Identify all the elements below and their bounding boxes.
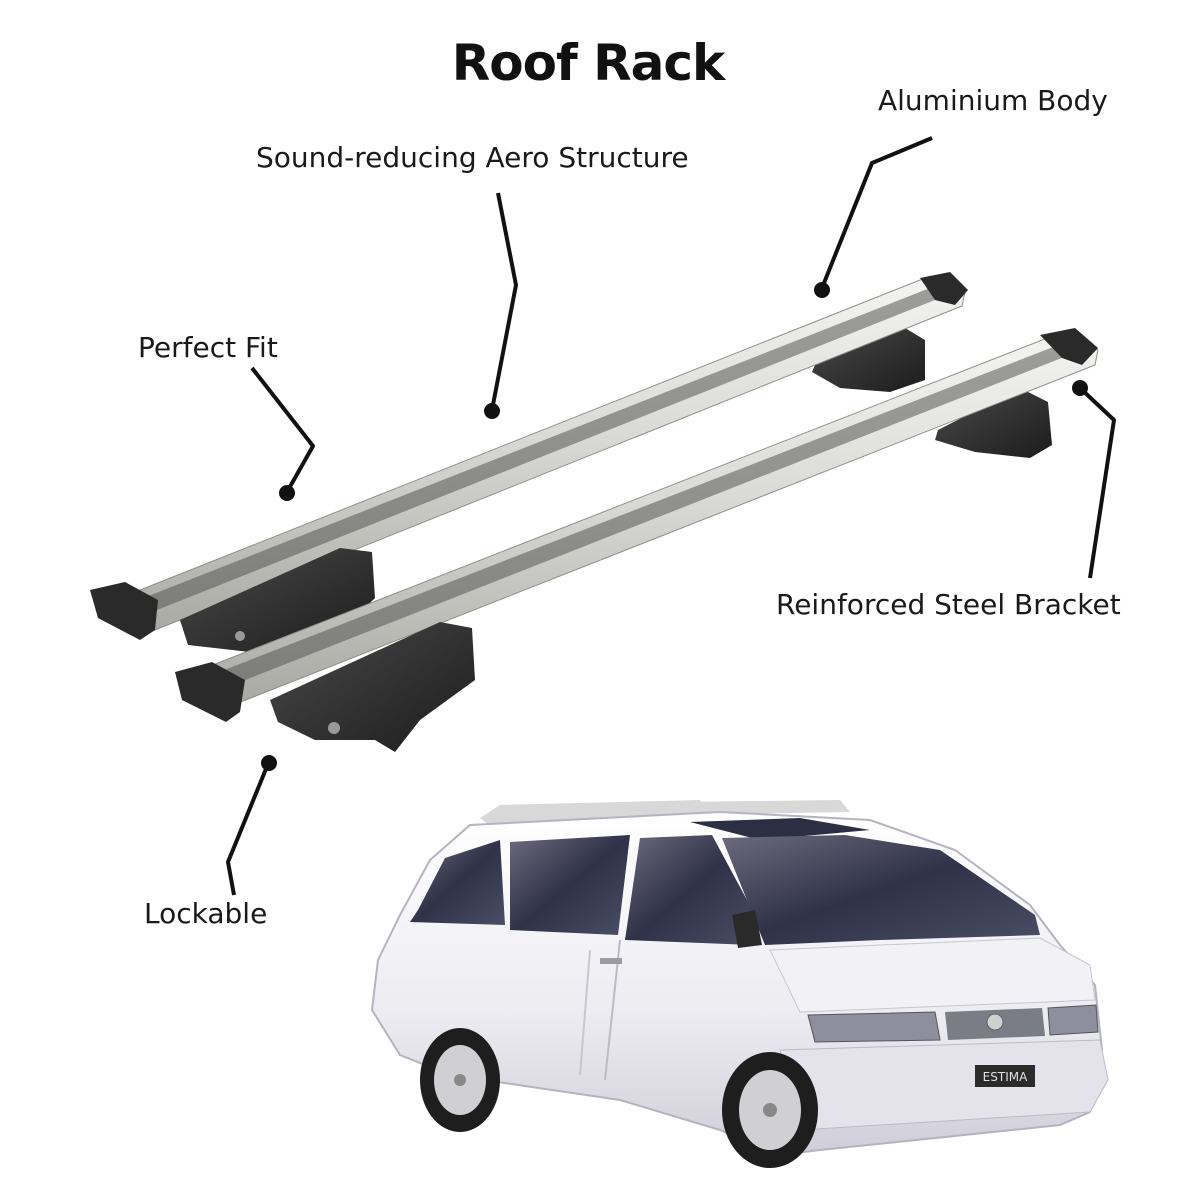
rear-wheel: [420, 1028, 500, 1132]
estima-badge: ESTIMA: [983, 1070, 1028, 1084]
front-wheel: [722, 1052, 818, 1168]
rear-bar-foot-right: [812, 325, 925, 392]
leader-dot-aero: [484, 403, 500, 419]
leader-steel-bracket: [1078, 386, 1116, 579]
leader-dot-perfect-fit: [279, 485, 295, 501]
leader-dot-lockable: [261, 755, 277, 771]
minivan-image: ESTIMA: [370, 800, 1109, 1168]
front-bar-foot-left: [270, 622, 475, 752]
callout-perfect-fit: Perfect Fit: [138, 331, 278, 364]
leader-dot-bracket: [1072, 380, 1088, 396]
rear-crossbar: [90, 272, 968, 640]
license-plate: [975, 1065, 1035, 1087]
callout-steel-bracket: Reinforced Steel Bracket: [776, 588, 1121, 621]
callout-aluminium-body: Aluminium Body: [878, 84, 1108, 117]
front-bar-foot-right: [935, 388, 1052, 458]
front-crossbar: [175, 328, 1099, 722]
leader-aluminium-body: [820, 136, 933, 289]
callout-lockable: Lockable: [144, 897, 268, 930]
leader-aero-structure: [490, 192, 518, 411]
leader-perfect-fit: [250, 366, 315, 493]
leader-lockable: [226, 763, 270, 896]
leader-dot-aluminium: [814, 282, 830, 298]
callout-aero-structure: Sound-reducing Aero Structure: [256, 141, 689, 174]
page-title: Roof Rack: [451, 34, 726, 92]
